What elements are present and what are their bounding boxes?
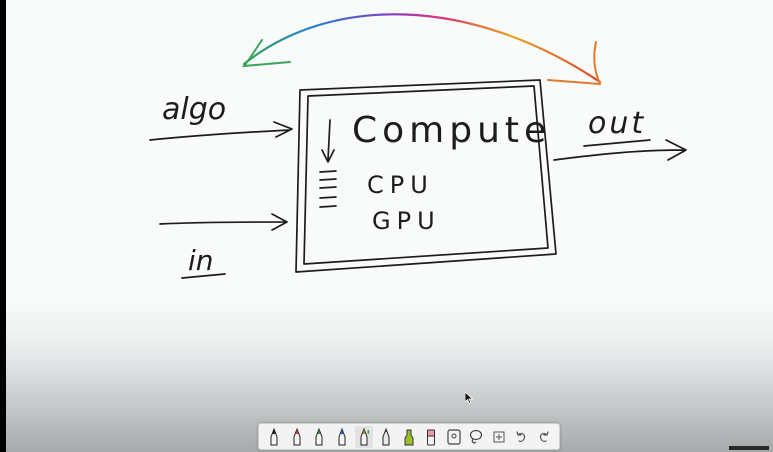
- black-pen-tool[interactable]: [265, 426, 283, 448]
- whiteboard-canvas[interactable]: algo in Compute CPU GPU out: [6, 0, 773, 452]
- eraser-icon: [427, 429, 436, 445]
- out-arrow: [553, 139, 687, 161]
- pencil-tool[interactable]: [377, 426, 395, 448]
- lasso-tool[interactable]: [467, 426, 485, 448]
- highlighter-icon: [404, 429, 414, 445]
- pen-icon: [270, 427, 278, 445]
- rainbow-pen-icon: [360, 427, 370, 445]
- add-space-tool[interactable]: [490, 426, 508, 448]
- rainbow-pen-tool[interactable]: [355, 425, 374, 448]
- mouse-cursor-icon: [464, 389, 474, 408]
- undo-button[interactable]: [512, 426, 530, 448]
- ruler-tool[interactable]: [445, 426, 463, 448]
- feedback-arc-left-hook: [241, 39, 291, 68]
- out-underline: [583, 139, 651, 147]
- corner-label: [729, 446, 769, 450]
- pen-icon: [338, 427, 346, 445]
- redo-button[interactable]: [535, 426, 553, 448]
- highlighter-tool[interactable]: [400, 426, 418, 448]
- undo-icon: [516, 430, 526, 442]
- lasso-icon: [470, 429, 483, 443]
- pen-icon: [315, 427, 323, 445]
- in-arrow: [159, 213, 288, 231]
- cpu-label: CPU: [367, 171, 434, 199]
- gpu-label: GPU: [372, 207, 441, 235]
- compute-box-inner: [303, 85, 549, 265]
- pencil-icon: [382, 427, 390, 445]
- queue-marks: [319, 119, 337, 208]
- add-space-icon: [493, 431, 505, 442]
- redo-icon: [539, 430, 549, 442]
- ink-drawing: algo in Compute CPU GPU out: [149, 13, 687, 279]
- pen-icon: [293, 427, 301, 445]
- ruler-icon: [447, 428, 461, 445]
- blue-pen-tool[interactable]: [333, 426, 351, 448]
- in-label: in: [188, 244, 214, 277]
- red-pen-tool[interactable]: [288, 426, 306, 448]
- eraser-tool[interactable]: [422, 426, 440, 448]
- out-label: out: [588, 106, 646, 141]
- algo-arrow: [149, 121, 293, 141]
- pen-toolbar: [258, 423, 560, 450]
- green-pen-tool[interactable]: [310, 426, 328, 448]
- algo-label: algo: [162, 92, 226, 127]
- in-underline: [181, 273, 226, 279]
- compute-label: Compute: [352, 110, 551, 151]
- compute-box-outer: [295, 79, 557, 273]
- feedback-arc-right-hook: [547, 41, 601, 85]
- feedback-arc: [242, 13, 602, 84]
